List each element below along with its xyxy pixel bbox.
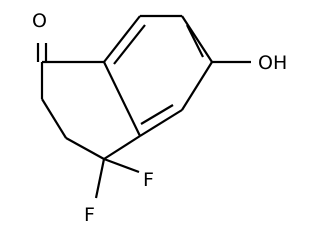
bond-c8a-c8 bbox=[103, 15, 141, 63]
atom-label-o: O bbox=[32, 10, 47, 32]
bond-c5-c4a bbox=[139, 109, 183, 137]
bond-c4-c4a bbox=[103, 135, 141, 160]
atom-label-f-bottom: F bbox=[84, 204, 95, 226]
atom-label-oh: OH bbox=[258, 52, 287, 74]
bond-c3-c4 bbox=[65, 137, 105, 160]
bond-aromatic-inner-1 bbox=[113, 24, 146, 65]
bond-aromatic-inner-2 bbox=[186, 24, 204, 58]
bond-c7-c6 bbox=[181, 15, 213, 63]
bond-aromatic-inner-3 bbox=[140, 104, 174, 125]
molecule-structure: O OH F F bbox=[32, 10, 287, 226]
atom-label-f-top: F bbox=[143, 169, 154, 191]
bond-c4-f-bottom bbox=[94, 158, 106, 199]
bond-c4-f-top bbox=[103, 157, 140, 174]
bond-c4a-c8a bbox=[103, 61, 141, 137]
bond-c6-c5 bbox=[181, 61, 213, 111]
bond-c2-c3 bbox=[41, 98, 67, 139]
